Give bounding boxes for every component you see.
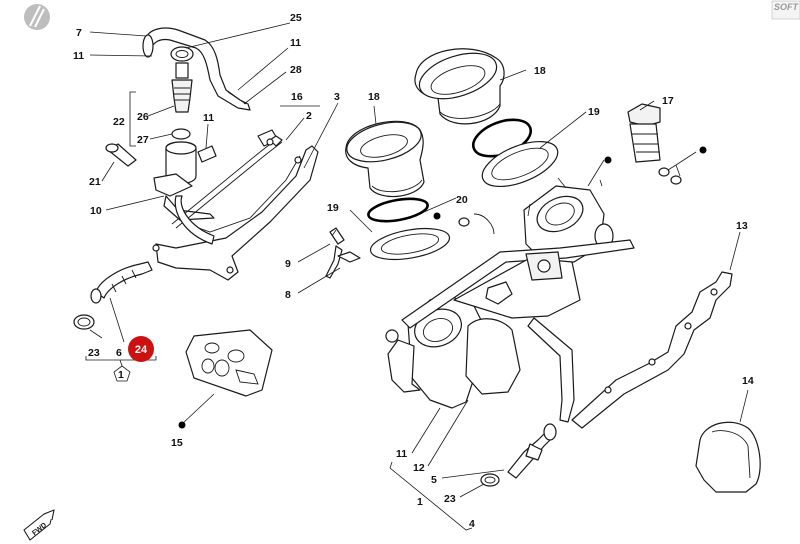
valve-bracket [153, 173, 193, 197]
bracket-10 [163, 195, 215, 221]
frame-3 [155, 145, 319, 281]
linkage-rail [401, 239, 635, 329]
clamp-23 [73, 314, 95, 330]
leader-lines [85, 22, 749, 531]
ring-25 [170, 46, 194, 62]
injector-17-head [627, 103, 661, 127]
frame-brace [174, 195, 215, 245]
lower-hose-rail [527, 317, 575, 423]
callout-26: 26 [137, 111, 149, 123]
callout-19: 19 [588, 106, 600, 118]
callout-28: 28 [290, 64, 302, 76]
kit-15-box [185, 329, 273, 397]
cover-14 [695, 421, 761, 493]
oring-27 [171, 128, 191, 140]
throttle-cover [465, 318, 521, 395]
watermark-text: SOFT WARE [774, 2, 800, 12]
callout-11: 11 [290, 37, 301, 49]
callout-22: 22 [113, 116, 125, 128]
callout-1: 1 [118, 369, 124, 381]
seal-20-left [367, 197, 429, 223]
fitting [175, 62, 189, 79]
callout-27: 27 [137, 134, 149, 146]
callout-21: 21 [89, 176, 101, 188]
lower-bracket [387, 339, 421, 393]
bracket-13 [571, 271, 733, 429]
callout-18: 18 [368, 91, 380, 103]
callout-23: 23 [88, 347, 100, 359]
clamp-23b [480, 473, 500, 487]
watermark: SOFT WARE [771, 0, 800, 20]
callout-1: 1 [417, 496, 423, 508]
callout-25: 25 [290, 12, 302, 24]
highlight-badge[interactable]: 24 [128, 336, 154, 362]
ring-19-left [369, 227, 451, 261]
callout-13: 13 [736, 220, 748, 232]
callout-labels: 7 11 25 11 28 26 22 27 11 16 2 3 21 10 2… [73, 12, 754, 530]
fwd-arrow-icon: FWD [23, 509, 55, 541]
callout-7: 7 [76, 27, 82, 39]
hose-clamp [142, 34, 154, 58]
callout-9: 9 [285, 258, 291, 270]
callout-5: 5 [431, 474, 437, 486]
clip-11 [197, 145, 217, 163]
callout-18: 18 [534, 65, 546, 77]
callout-17: 17 [662, 95, 674, 107]
logo-disc [24, 4, 50, 30]
fuel-hose [145, 27, 251, 111]
callout-14: 14 [742, 375, 754, 387]
highlight-badge-number[interactable]: 24 [135, 344, 148, 356]
callout-12: 12 [413, 462, 425, 474]
callout-16: 16 [291, 91, 303, 103]
marker-dots [178, 146, 707, 429]
callout-3: 3 [334, 91, 340, 103]
callout-15: 15 [171, 437, 183, 449]
callout-2: 2 [306, 110, 312, 122]
callout-23: 23 [444, 493, 456, 505]
sensor-26 [171, 79, 193, 113]
ring-19-right [481, 140, 559, 188]
callout-11: 11 [396, 448, 407, 460]
kit-pentagon-marker [113, 365, 131, 382]
callout-20: 20 [456, 194, 468, 206]
callout-11: 11 [203, 112, 214, 124]
centre-assembly [325, 48, 761, 493]
callout-4: 4 [469, 518, 475, 530]
callout-10: 10 [90, 205, 102, 217]
callout-8: 8 [285, 289, 291, 301]
callout-6: 6 [116, 347, 122, 359]
callout-19: 19 [327, 202, 339, 214]
highlight-badge-circle[interactable] [128, 336, 154, 362]
injector-17-body [629, 123, 661, 163]
left-assembly [73, 27, 319, 397]
callout-11: 11 [73, 50, 84, 62]
